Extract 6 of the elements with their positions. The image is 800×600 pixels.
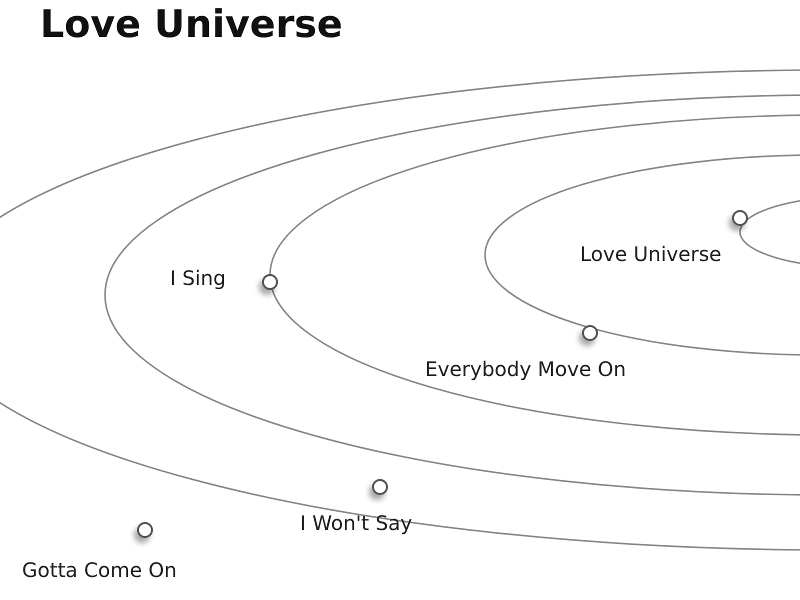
song-title: I Sing — [170, 266, 226, 290]
song-title: I Won't Say — [300, 511, 412, 535]
song-title: Love Universe — [580, 242, 722, 266]
diagram-title: Love Universe — [40, 2, 343, 46]
song-title: Everybody Move On — [425, 357, 626, 381]
song-title: Gotta Come On — [22, 558, 177, 582]
